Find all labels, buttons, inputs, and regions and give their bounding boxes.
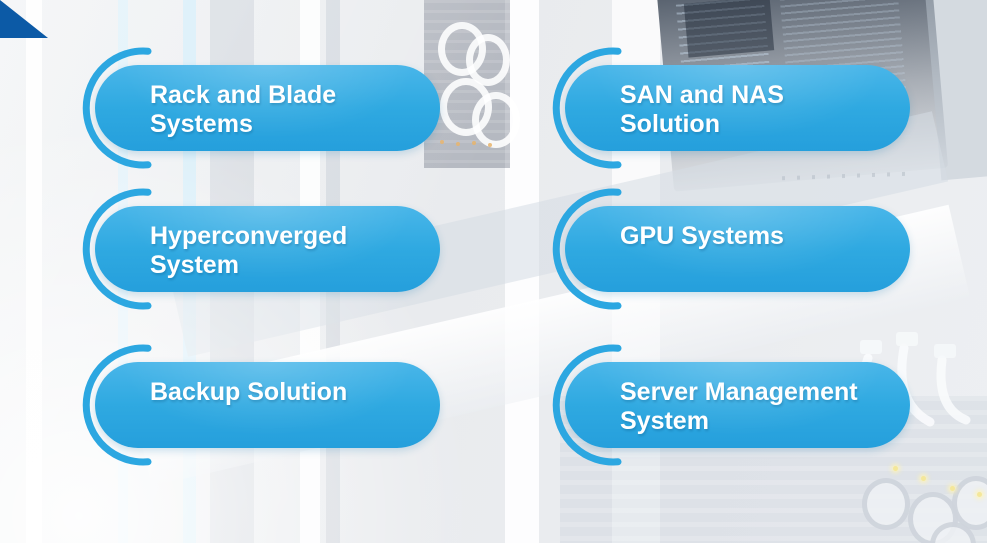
card-label-line2: Systems xyxy=(150,110,253,138)
crescent-arc-icon xyxy=(552,188,622,310)
card-label-line2: Solution xyxy=(620,110,720,138)
card-label: GPU Systems xyxy=(620,222,884,251)
card-server-management-system[interactable]: Server Management System xyxy=(552,344,910,466)
crescent-arc-icon xyxy=(552,47,622,169)
card-rack-and-blade-systems[interactable]: Rack and Blade Systems xyxy=(82,47,440,169)
card-label-line1: SAN and NAS xyxy=(620,81,784,109)
card-label: Rack and Blade Systems xyxy=(150,81,414,139)
card-hyperconverged-system[interactable]: Hyperconverged System xyxy=(82,188,440,310)
card-label: Hyperconverged System xyxy=(150,222,414,280)
card-label-line1: Hyperconverged xyxy=(150,222,348,250)
card-backup-solution[interactable]: Backup Solution xyxy=(82,344,440,466)
crescent-arc-icon xyxy=(82,188,152,310)
card-label-line1: Rack and Blade xyxy=(150,81,337,109)
crescent-arc-icon xyxy=(82,344,152,466)
card-gpu-systems[interactable]: GPU Systems xyxy=(552,188,910,310)
card-label-line1: Server Management xyxy=(620,378,858,406)
card-label-line1: Backup Solution xyxy=(150,378,348,406)
card-label-line2: System xyxy=(150,251,239,279)
crescent-arc-icon xyxy=(82,47,152,169)
card-label-line2: System xyxy=(620,407,709,435)
card-label: Backup Solution xyxy=(150,378,414,407)
card-label: SAN and NAS Solution xyxy=(620,81,884,139)
card-san-and-nas-solution[interactable]: SAN and NAS Solution xyxy=(552,47,910,169)
crescent-arc-icon xyxy=(552,344,622,466)
card-label: Server Management System xyxy=(620,378,884,436)
card-label-line1: GPU Systems xyxy=(620,222,784,250)
